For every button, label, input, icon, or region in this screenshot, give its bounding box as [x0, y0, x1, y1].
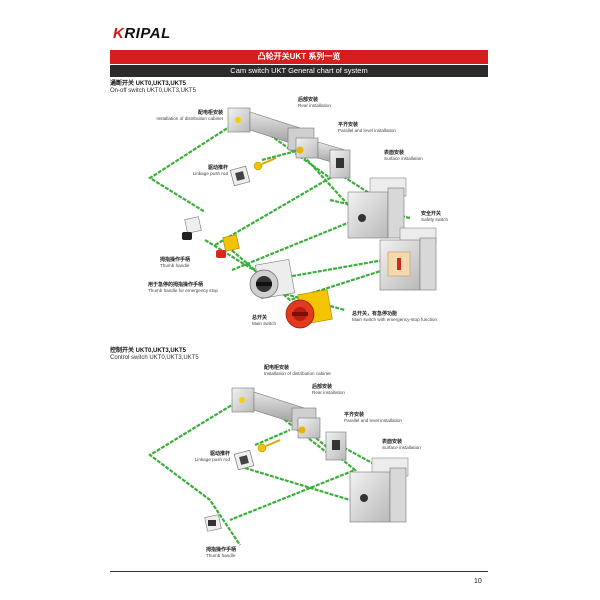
section1-title: 通断开关 UKT0,UKT3,UKT5 On-off switch UKT0,U… [110, 81, 196, 95]
label-emergency-1-en: Thumb handle for emergency stop [148, 288, 218, 294]
safety-box-1 [379, 227, 437, 291]
label-rear-1: 后部安装 Rear installation [298, 97, 331, 109]
thumb-handle-1 [182, 216, 202, 240]
label-parallel-1: 平齐安装 Parallel and level installation [338, 122, 396, 134]
label-main-emergency-1-en: Main switch with emergency-stop function [352, 317, 438, 323]
label-parallel-1-zh: 平齐安装 [338, 122, 359, 128]
label-thumb-2-zh: 拇指操作手柄 [206, 547, 237, 553]
label-main-1-en: Main switch [252, 321, 276, 327]
header-title-en: Cam switch UKT General chart of system [110, 65, 488, 77]
label-parallel-2-zh: 平齐安装 [344, 412, 365, 418]
emergency-thumb-handle-1 [216, 234, 240, 258]
label-safety-1-en: Safety switch [421, 217, 449, 223]
surface-box-1 [347, 177, 407, 239]
section2-title: 控制开关 UKT0,UKT3,UKT5 Control switch UKT0,… [110, 348, 199, 362]
footer-divider [110, 571, 488, 572]
label-rear-1-zh: 后部安装 [298, 97, 319, 103]
section1-title-en: On-off switch UKT0,UKT3,UKT5 [110, 88, 196, 94]
label-parallel-1-en: Parallel and level installation [338, 128, 396, 134]
label-main-emergency-1-zh: 总开关，有急停功能 [352, 311, 398, 317]
label-surface-2-zh: 表面安装 [382, 439, 403, 445]
label-emergency-1-zh: 用于急停的拇指操作手柄 [148, 282, 204, 288]
header-title-zh: 凸轮开关UKT 系列一览 [110, 50, 488, 64]
linkage-rod-1 [229, 157, 277, 187]
label-cabinet-1-en: Installation of distribution cabinet [156, 116, 223, 122]
label-rear-2: 后部安装 Rear installation [312, 384, 345, 396]
label-surface-1-zh: 表面安装 [384, 150, 405, 156]
page-number: 10 [474, 578, 482, 585]
label-linkage-1: 驱动推杆 Linkage push rod [160, 165, 228, 177]
label-parallel-2: 平齐安装 Parallel and level installation [344, 412, 402, 424]
rear-switch-2 [297, 417, 321, 439]
label-linkage-1-en: Linkage push rod [192, 171, 228, 177]
linkage-rod-2 [233, 439, 281, 471]
logo-k-mark: K [113, 25, 125, 42]
label-cabinet-2-zh: 配电柜安装 [264, 365, 290, 371]
label-thumb-1: 拇指操作手柄 Thumb handle [160, 257, 191, 269]
parallel-switch-2 [325, 431, 347, 461]
label-linkage-1-zh: 驱动推杆 [207, 165, 228, 171]
label-thumb-2-en: Thumb handle [206, 553, 236, 559]
label-main-1: 总开关 Main switch [252, 315, 276, 327]
label-parallel-2-en: Parallel and level installation [344, 418, 402, 424]
label-rear-1-en: Rear installation [298, 103, 331, 109]
label-safety-1: 安全开关 Safety switch [421, 211, 449, 223]
main-switch-1 [249, 258, 296, 300]
label-thumb-2: 拇指操作手柄 Thumb handle [206, 547, 237, 559]
label-rear-2-en: Rear installation [312, 390, 345, 396]
thumb-handle-2 [204, 514, 222, 532]
parallel-switch-1 [329, 149, 351, 179]
brand-logo: KRIPAL [113, 25, 171, 42]
section2-title-zh: 控制开关 UKT0,UKT3,UKT5 [110, 348, 187, 354]
label-surface-1: 表面安装 Surface installation [384, 150, 423, 162]
label-emergency-1: 用于急停的拇指操作手柄 Thumb handle for emergency s… [148, 282, 218, 294]
logo-rest: RIPAL [124, 25, 171, 42]
label-main-1-zh: 总开关 [252, 315, 268, 321]
label-linkage-2: 驱动推杆 Linkage push rod [160, 451, 230, 463]
label-rear-2-zh: 后部安装 [312, 384, 333, 390]
label-cabinet-2-en: Installation of distribution cabinet [264, 371, 331, 377]
main-emergency-switch-1 [285, 289, 333, 329]
label-main-emergency-1: 总开关，有急停功能 Main switch with emergency-sto… [352, 311, 438, 323]
label-thumb-1-zh: 拇指操作手柄 [160, 257, 191, 263]
label-safety-1-zh: 安全开关 [421, 211, 442, 217]
label-linkage-2-zh: 驱动推杆 [209, 451, 230, 457]
label-cabinet-1: 配电柜安装 Installation of distribution cabin… [115, 110, 223, 122]
surface-box-2 [349, 457, 409, 523]
section1-title-zh: 通断开关 UKT0,UKT3,UKT5 [110, 81, 187, 87]
label-surface-2: 表面安装 Surface installation [382, 439, 421, 451]
label-thumb-1-en: Thumb handle [160, 263, 190, 269]
label-cabinet-2: 配电柜安装 Installation of distribution cabin… [264, 365, 331, 377]
section2-title-en: Control switch UKT0,UKT3,UKT5 [110, 355, 199, 361]
label-surface-1-en: Surface installation [384, 156, 423, 162]
label-linkage-2-en: Linkage push rod [194, 457, 230, 463]
label-cabinet-1-zh: 配电柜安装 [197, 110, 223, 116]
label-surface-2-en: Surface installation [382, 445, 421, 451]
